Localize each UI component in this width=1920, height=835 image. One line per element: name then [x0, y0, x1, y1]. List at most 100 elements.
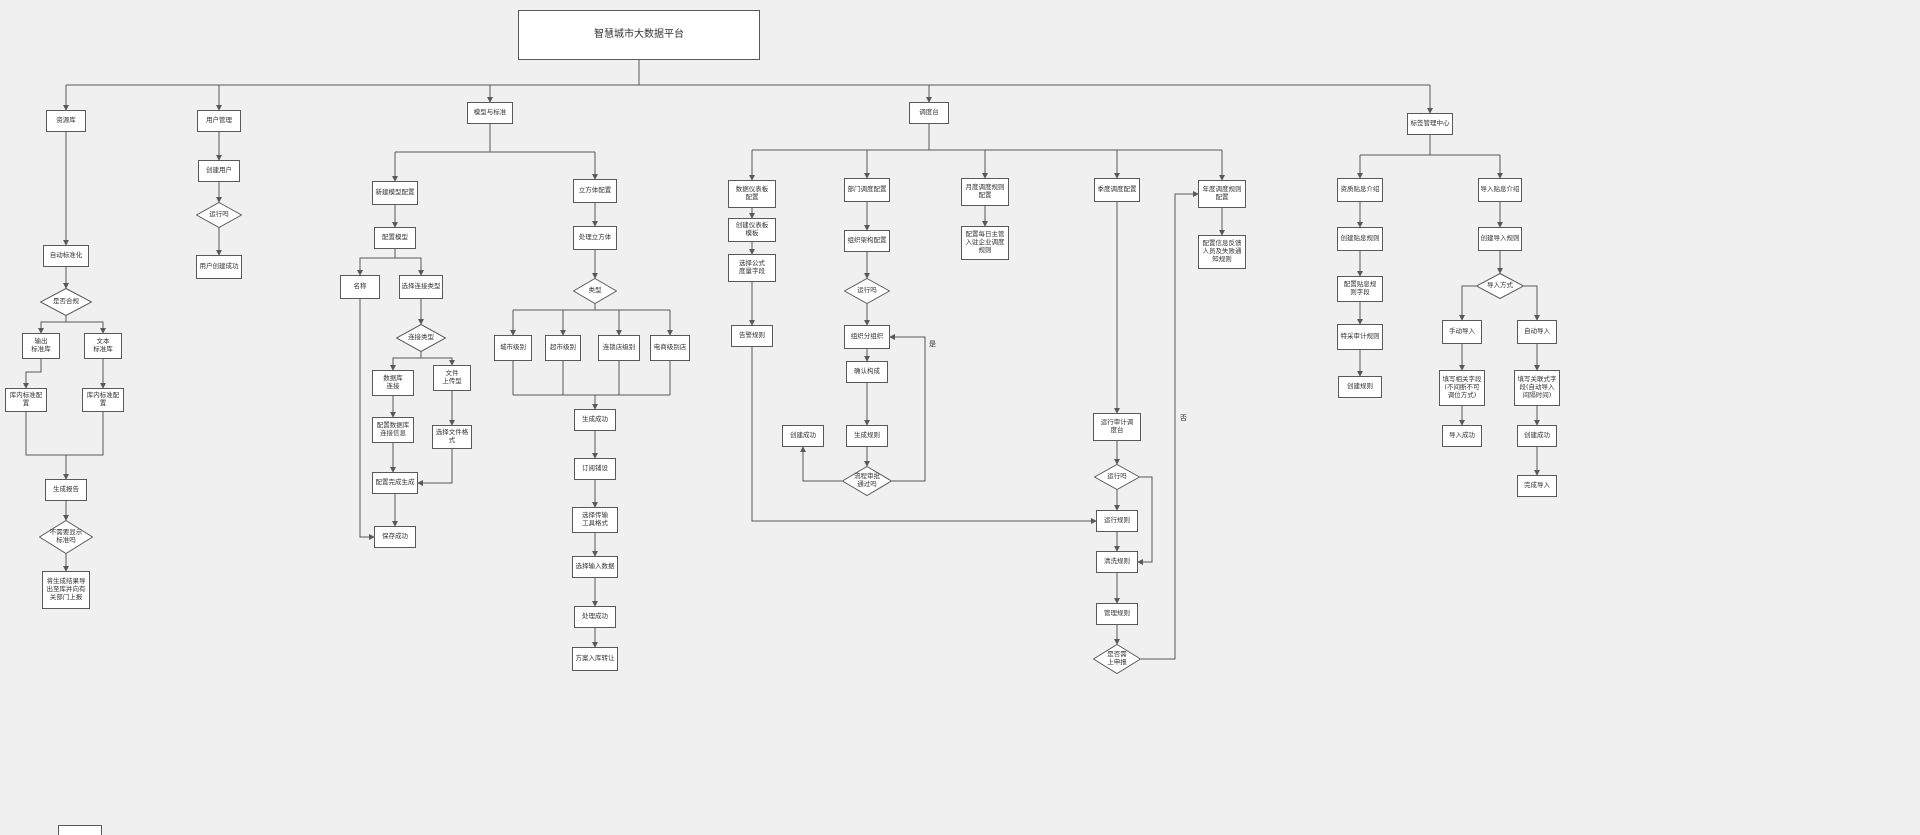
flow-node-cube-config: 立方体配置	[573, 179, 617, 203]
flow-node-schedule-run: 运行吗	[1094, 464, 1140, 490]
flow-node-manual-fields: 填写相关字段 (不间断不可 调位方式)	[1439, 370, 1485, 406]
node-label: 流程审批 通过吗	[854, 472, 880, 488]
node-label: 管理规则	[1104, 609, 1130, 618]
flow-edge-34	[359, 299, 375, 540]
node-label: 选择连接类型	[401, 282, 441, 291]
flow-node-compliance-check: 是否合规	[40, 288, 92, 316]
node-label: 创建成功	[1524, 431, 1550, 440]
flow-node-auto-standardize: 自动标准化	[43, 245, 89, 267]
flow-node-lib-standard-config-2: 库内标准配置	[82, 388, 124, 412]
node-label: 选择输入数据	[575, 562, 615, 571]
node-label: 处理立方体	[578, 233, 612, 242]
flow-node-run-rule: 运行规则	[1096, 510, 1138, 532]
flow-edge-13	[25, 412, 66, 456]
node-label: 库内标准配置	[9, 391, 43, 407]
flow-edge-81	[1141, 191, 1199, 660]
node-label: 电商级别店	[653, 343, 687, 352]
flow-edge-26	[394, 249, 424, 276]
node-label: 手动导入	[1449, 327, 1475, 336]
node-label: 告警规则	[739, 331, 765, 340]
node-label: 创建成功	[790, 431, 816, 440]
node-label: 调度台	[919, 108, 939, 117]
flow-node-branch-user: 用户管理	[197, 110, 241, 132]
flow-node-clean-rule: 清洗规则	[1096, 551, 1138, 573]
flow-node-cube-process: 处理立方体	[573, 226, 617, 250]
flow-node-db-connection: 数据库 连接	[372, 370, 414, 396]
flow-node-create-success-side: 创建成功	[782, 425, 824, 447]
node-label: 创建用户	[206, 166, 232, 175]
flow-edge-72	[800, 446, 842, 482]
node-label: 自动标准化	[49, 251, 83, 260]
flow-node-generate-success: 生成成功	[574, 409, 616, 431]
node-label: 运行吗	[209, 210, 229, 219]
node-label: 导入方式	[1487, 281, 1513, 290]
flow-node-report-check: 是否需 上申报	[1093, 644, 1141, 674]
flow-node-dashboard-template: 创建仪表板 模板	[728, 218, 776, 242]
diamond-shape	[1094, 464, 1140, 490]
flow-node-level-city: 城市级别	[494, 335, 532, 361]
node-label: 用户管理	[206, 116, 232, 125]
flow-node-month-detail: 配置每日主管 入驻企业调度 规则	[961, 226, 1009, 260]
flow-node-need-display: 不需要显示 标准吗	[39, 520, 93, 554]
flow-node-output-standard: 输出 标准库	[22, 333, 60, 359]
flow-node-text-standard: 文本 标准库	[84, 333, 122, 359]
flow-edge-9	[38, 316, 67, 334]
node-label: 方案入库转让	[575, 654, 615, 663]
node-label: 填写关联式字 段(自动导入 间隔时间)	[1517, 375, 1557, 399]
node-label: 城市级别	[500, 343, 526, 352]
node-label: 处理成功	[582, 612, 608, 621]
flow-node-platform-title: 智慧城市大数据平台	[518, 10, 760, 60]
diamond-shape	[1093, 644, 1141, 674]
node-label: 资源库	[56, 116, 76, 125]
node-label: 是否需 上申报	[1107, 650, 1127, 666]
flow-node-file-upload: 文件 上传型	[433, 365, 471, 391]
flow-node-file-format: 选择文件格式	[432, 425, 472, 449]
flow-node-db-conn-config: 配置数据库 连接信息	[372, 417, 414, 443]
node-label: 确认构成	[854, 367, 880, 376]
flow-node-month-schedule: 月度调度规则 配置	[961, 178, 1009, 206]
flow-node-approve-check: 流程审批 通过吗	[842, 466, 892, 496]
flow-node-branch-resource: 资源库	[46, 110, 86, 132]
node-label: 创建仪表板 模板	[735, 221, 769, 237]
node-label: 导入贴息介绍	[1480, 185, 1520, 194]
node-label: 月度调度规则 配置	[965, 183, 1005, 199]
node-label: 模型与标准	[473, 108, 507, 117]
node-label: 是否合规	[53, 297, 79, 306]
flow-node-select-input: 选择输入数据	[572, 556, 618, 578]
flow-node-auto-fields: 填写关联式字 段(自动导入 间隔时间)	[1514, 370, 1560, 406]
flow-node-branch-scheduler: 调度台	[909, 102, 949, 124]
node-label: 组织架构配置	[847, 236, 887, 245]
flow-edge-11	[23, 359, 42, 389]
node-label: 数据仪表板 配置	[735, 185, 769, 201]
flow-node-import-mode: 导入方式	[1476, 273, 1524, 299]
flow-edge-29	[420, 352, 455, 366]
node-label: 完成导入	[1524, 481, 1550, 490]
node-label: 年度调度规则 配置	[1202, 185, 1242, 201]
node-label: 配置每日主管 入驻企业调度 规则	[965, 230, 1005, 254]
node-label: 订阅铺设	[582, 464, 608, 473]
flow-edge-33	[417, 449, 453, 486]
flow-node-manage-rule: 管理规则	[1096, 603, 1138, 625]
node-label: 选择公式 度量字段	[739, 259, 765, 275]
flow-node-export-result: 将生成结果导 出至库并向有 关部门上报	[42, 571, 90, 609]
node-label: 连接类型	[408, 333, 434, 342]
diamond-shape	[844, 278, 890, 304]
flow-node-import-done: 完成导入	[1517, 475, 1557, 497]
flow-node-create-import: 创建导入规则	[1478, 227, 1522, 251]
flow-node-audit-console: 运行审计调 度台	[1093, 413, 1141, 441]
flow-node-org-split: 组织分组织	[844, 325, 890, 349]
node-label: 将生成结果导 出至库并向有 关部门上报	[46, 577, 86, 601]
flow-node-special-audit: 特采审计规则	[1337, 324, 1383, 350]
flow-node-org-run: 运行吗	[844, 278, 890, 304]
flow-edge-82	[1137, 476, 1153, 565]
node-label: 用户创建成功	[199, 262, 239, 271]
edge-label-1: 否	[1180, 414, 1187, 422]
flow-edge-10	[65, 316, 106, 334]
node-label: 配置信息反馈 人员及失败通 知规则	[1202, 239, 1242, 263]
node-label: 库内标准配置	[86, 391, 120, 407]
node-label: 清洗规则	[1104, 557, 1130, 566]
flow-node-quality-intro: 资质贴息介绍	[1337, 178, 1383, 202]
node-label: 文本 标准库	[93, 337, 113, 353]
